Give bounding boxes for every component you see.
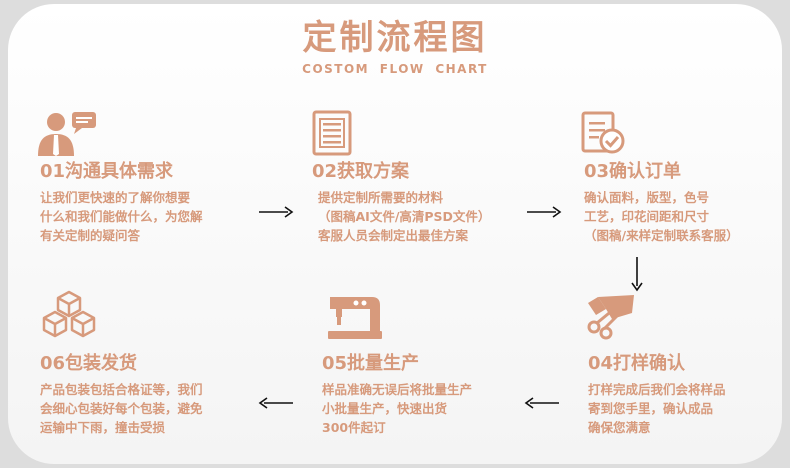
arrow-right <box>527 206 562 218</box>
tailoring-icon <box>587 295 634 340</box>
step-description: 确认面料，版型，色号 工艺，印花间距和尺寸 （图稿/来样定制联系客服） <box>584 190 739 243</box>
step-title: 05批量生产 <box>322 353 420 374</box>
arrow-left <box>258 397 293 409</box>
flow-chart-card <box>8 4 782 464</box>
step-description: 让我们更快速的了解你想要 什么和我们能做什么，为您解 有关定制的疑问答 <box>40 190 203 243</box>
chart-subtitle: COSTOM FLOW CHART <box>302 62 488 76</box>
arrow-down <box>631 257 643 292</box>
chart-title: 定制流程图 <box>302 18 488 58</box>
step-title: 03确认订单 <box>584 161 682 182</box>
arrow-right <box>259 206 294 218</box>
step-title: 01沟通具体需求 <box>40 161 174 182</box>
step-description: 打样完成后我们会将样品 寄到您手里，确认成品 确保您满意 <box>588 382 726 435</box>
step-title: 02获取方案 <box>312 161 410 182</box>
step-description: 样品准确无误后将批量生产 小批量生产，快速出货 300件起订 <box>322 382 473 435</box>
step-title: 04打样确认 <box>588 353 686 374</box>
step-title: 06包装发货 <box>40 353 138 374</box>
step-description: 产品包装包括合格证等，我们 会细心包装好每个包装，避免 运输中下雨，撞击受损 <box>40 382 203 435</box>
boxes-icon <box>42 290 96 338</box>
document-list-icon <box>312 110 352 156</box>
order-check-icon <box>581 111 625 154</box>
sewing-machine-icon <box>328 297 382 339</box>
consult-person-icon <box>38 112 96 156</box>
arrow-left <box>524 397 559 409</box>
step-description: 提供定制所需要的材料 （图稿AI文件/高清PSD文件） 客服人员会制定出最佳方案 <box>318 190 491 243</box>
